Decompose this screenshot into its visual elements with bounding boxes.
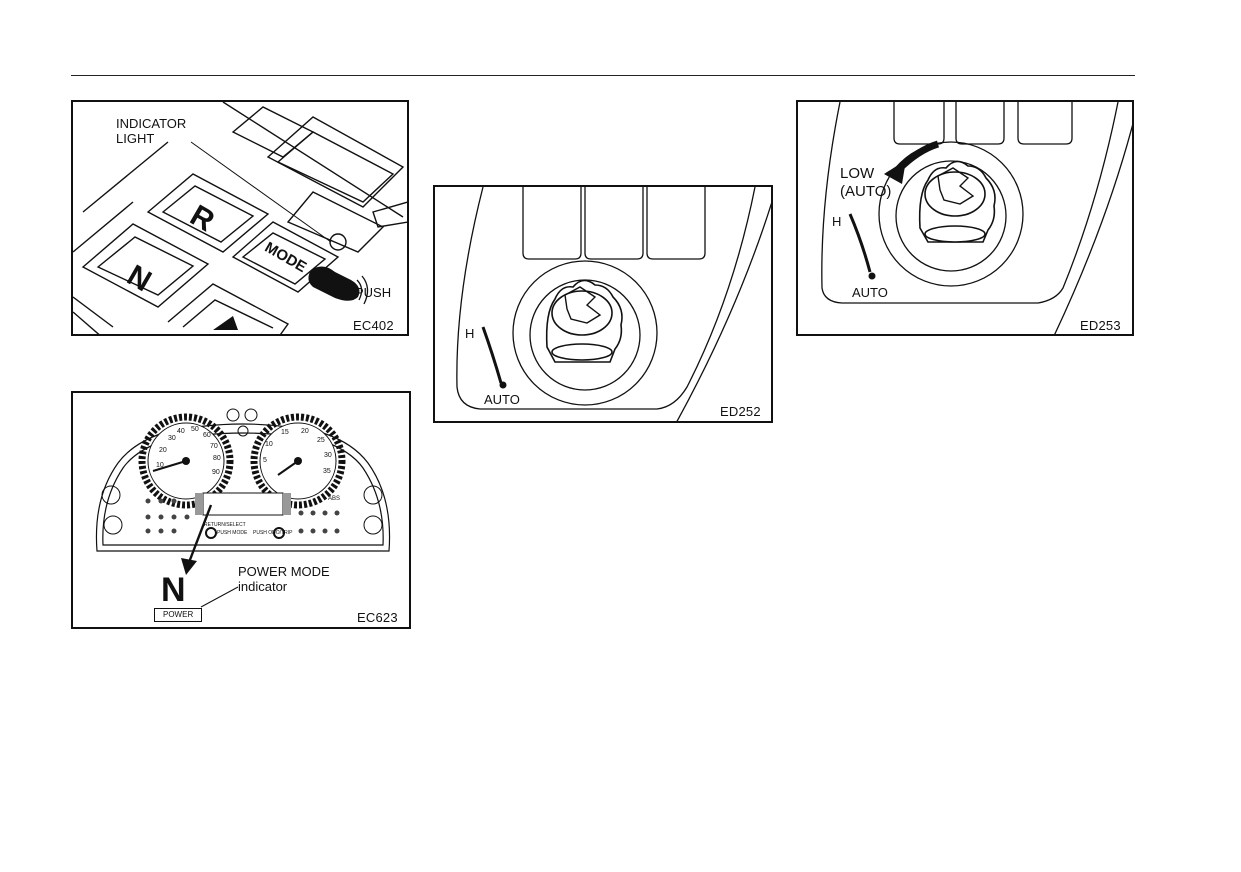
tach-tick: 15 [281, 429, 289, 436]
tach-tick: 30 [324, 452, 332, 459]
speed-tick: 40 [177, 428, 185, 435]
low-line1: LOW [840, 165, 875, 182]
gear-indicator: N [161, 571, 186, 609]
speed-tick: 50 [191, 426, 199, 433]
tach-tick: 35 [323, 468, 331, 475]
auto-label: AUTO [484, 392, 520, 407]
tach-tick: 20 [301, 428, 309, 435]
tach-tick: 5 [263, 457, 267, 464]
headlight-dial-low-illustration [821, 102, 1132, 334]
power-mode-line2: indicator [238, 579, 288, 594]
figure-code: EC623 [357, 610, 398, 625]
power-mode-label: POWER MODE indicator [238, 564, 330, 594]
figure-ec402: INDICATOR LIGHT R N MODE PUSH EC402 [71, 100, 409, 336]
speed-tick: 80 [213, 455, 221, 462]
tach-tick: 25 [317, 437, 325, 444]
power-indicator-box: POWER [154, 608, 203, 622]
indicator-line1: INDICATOR [116, 116, 187, 131]
page-header-rule [71, 75, 1135, 76]
shift-buttons-illustration [73, 102, 407, 334]
indicator-line2: LIGHT [116, 131, 155, 146]
speed-tick: 60 [203, 432, 211, 439]
speed-tick: 30 [168, 435, 176, 442]
push-odo-trip-label: PUSH ODO/TRIP [253, 530, 293, 536]
low-line2: (AUTO) [840, 183, 892, 200]
headlight-dial-illustration [456, 187, 771, 421]
speed-tick: 90 [212, 469, 220, 476]
return-select-label: RETURN/SELECT [204, 522, 246, 528]
indicator-light-label: INDICATOR LIGHT [116, 116, 186, 146]
figure-ed253: LOW (AUTO) H AUTO ED253 [796, 100, 1134, 336]
auto-label: AUTO [852, 285, 888, 300]
speed-tick: 20 [159, 447, 167, 454]
speed-tick: 10 [156, 462, 164, 469]
figure-code: ED252 [720, 404, 761, 419]
tach-tick: 10 [265, 441, 273, 448]
figure-code: ED253 [1080, 318, 1121, 333]
instrument-cluster-illustration [95, 408, 391, 608]
h-label: H [832, 214, 842, 229]
push-mode-label: PUSH MODE [217, 530, 248, 536]
h-label: H [465, 326, 475, 341]
figure-ec623: RETURN/SELECT PUSH MODE PUSH ODO/TRIP AB… [71, 391, 411, 629]
figure-code: EC402 [353, 318, 394, 333]
push-label: PUSH [355, 285, 392, 300]
speed-tick: 70 [210, 443, 218, 450]
figure-ed252: H AUTO ED252 [433, 185, 773, 423]
abs-label: ABS [328, 496, 341, 502]
power-mode-line1: POWER MODE [238, 564, 330, 579]
low-label: LOW (AUTO) [840, 165, 891, 201]
